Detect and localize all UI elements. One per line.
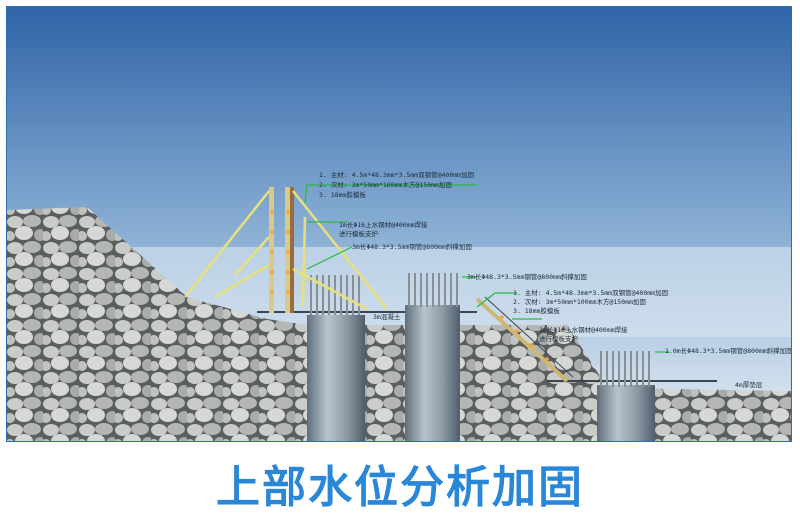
annotation-left-rod2: 进行模板支护 [339, 229, 378, 238]
pier-left [307, 315, 365, 441]
pier-right [597, 385, 655, 441]
annotation-ground: 4m厚垫层 [735, 380, 763, 389]
annotation-far-right: 1.0m长Φ48.3*3.5mm钢管@800mm斜撑加固 [665, 346, 791, 355]
slope-formwork-edge [484, 296, 574, 378]
annotation-right-rod2: 进行模板支护 [539, 334, 578, 343]
reinforcement-diagram: 1. 主材: 4.5m*48.3mm*3.5mm双钢管@400mm加固 2. 次… [6, 6, 792, 442]
formwork-panel-left [269, 187, 274, 313]
diagram-caption: 上部水位分析加固 [216, 462, 584, 513]
formwork-panel-right [285, 187, 290, 313]
slope-formwork [475, 297, 569, 383]
rock-mound-left [7, 207, 307, 441]
rebar-cluster-right [600, 351, 650, 387]
annotation-left-line3: 3. 18mm胶模板 [319, 190, 366, 199]
steel-pipe-braces [184, 190, 388, 311]
annotation-left-line1: 1. 主材: 4.5m*48.3mm*3.5mm双钢管@400mm加固 [319, 170, 474, 179]
annotation-pier-note: 3m长Φ48.3*3.5mm钢管@800mm斜撑加固 [467, 272, 587, 281]
annotation-right-line3: 3. 18mm胶模板 [513, 306, 560, 315]
annotation-right-rod: 1m长Φ16上水钢材@400mm焊接 [539, 325, 628, 334]
pier-center [405, 305, 460, 441]
annotation-left-rod: 1m长Φ16上水钢材@400mm焊接 [339, 220, 428, 229]
annotation-left-line2: 2. 次材: 3m*50mm*100mm木方@150mm加固 [319, 180, 452, 189]
leader-lines [304, 184, 669, 353]
tie-bolts [270, 210, 549, 361]
formwork-timber [290, 187, 294, 313]
rebar-cluster-center [408, 273, 458, 307]
annotation-concrete: 3m混凝土 [373, 312, 401, 321]
annotation-right-line1: 1. 主材: 4.5m*48.3mm*3.5mm双钢管@400mm加固 [513, 288, 668, 297]
annotation-right-line2: 2. 次材: 3m*50mm*100mm木方@150mm加固 [513, 297, 646, 306]
annotation-left-pipe: 3m长Φ48.3*3.5mm钢管@800mm斜撑加固 [352, 242, 472, 251]
